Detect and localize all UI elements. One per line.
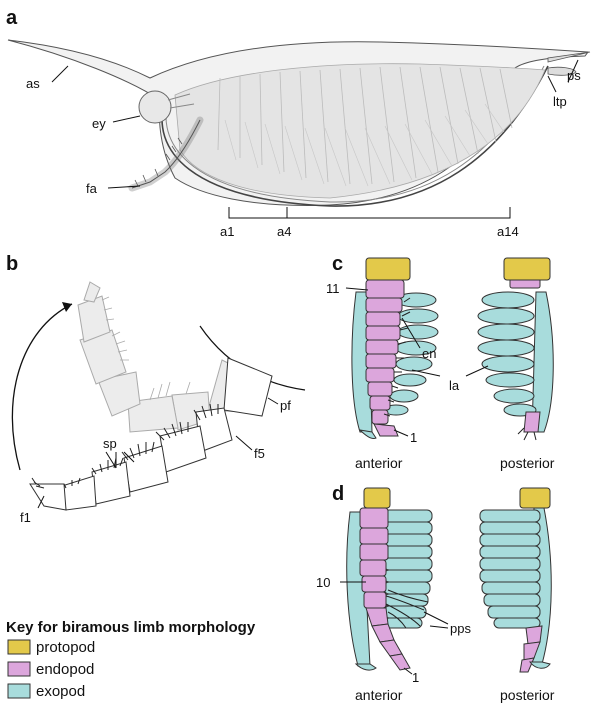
legend-swatch-protopod [7,639,31,655]
limb-c-posterior [477,257,554,441]
label-pf: pf [280,398,291,413]
label-f1: f1 [20,510,31,525]
label-la: la [449,378,460,393]
eye [138,90,172,124]
label-a4: a4 [277,224,291,239]
label-fa: fa [86,181,98,196]
limb-fringe [224,103,505,187]
arrow-head [62,302,72,312]
panel-c-letter: c [332,253,343,275]
legend-swatch-endopod [7,661,31,677]
label-a14: a14 [497,224,519,239]
label-ey: ey [92,116,106,131]
label-ps: ps [567,68,581,83]
trunk-segments [217,66,513,185]
legend-title: Key for biramous limb morphology [6,619,256,636]
extended-appendage [29,357,273,511]
label-as: as [26,76,40,91]
ghost-appendage [77,281,251,433]
label-c-posterior: posterior [500,455,555,471]
label-d-anterior: anterior [355,687,403,703]
label-c-1: 1 [410,430,417,445]
label-d-posterior: posterior [500,687,555,703]
panel-d: d [316,483,555,703]
legend-label-protopod: protopod [36,639,95,656]
panel-b: b [6,253,306,525]
limb-d-anterior [346,487,433,671]
trunk-body [174,63,546,199]
label-f5: f5 [254,446,265,461]
legend-label-exopod: exopod [36,683,85,700]
legend: Key for biramous limb morphology protopo… [6,619,256,700]
legend-swatch-exopod [7,683,31,699]
limb-d-posterior [479,487,552,673]
label-pps: pps [450,621,471,636]
panel-d-letter: d [332,483,344,505]
label-c-11: 11 [326,281,340,296]
label-a1: a1 [220,224,234,239]
panel-c: c [326,253,555,471]
panel-a-letter: a [6,7,18,29]
trunk-ventral-line [161,65,549,207]
label-d-10: 10 [316,575,330,590]
limb-c-anterior [351,257,439,439]
label-ltp: ltp [553,94,567,109]
label-d-1: 1 [412,670,419,685]
label-sp: sp [103,436,117,451]
motion-arrow [11,303,73,471]
lateral-tail-plate [547,66,577,76]
legend-label-endopod: endopod [36,661,94,678]
label-en: en [422,346,436,361]
label-c-anterior: anterior [355,455,403,471]
pps-spines [385,589,429,629]
panel-b-letter: b [6,253,18,275]
panel-a: a [6,7,591,239]
frontal-appendage [128,116,204,192]
posterior-spine [547,51,591,63]
